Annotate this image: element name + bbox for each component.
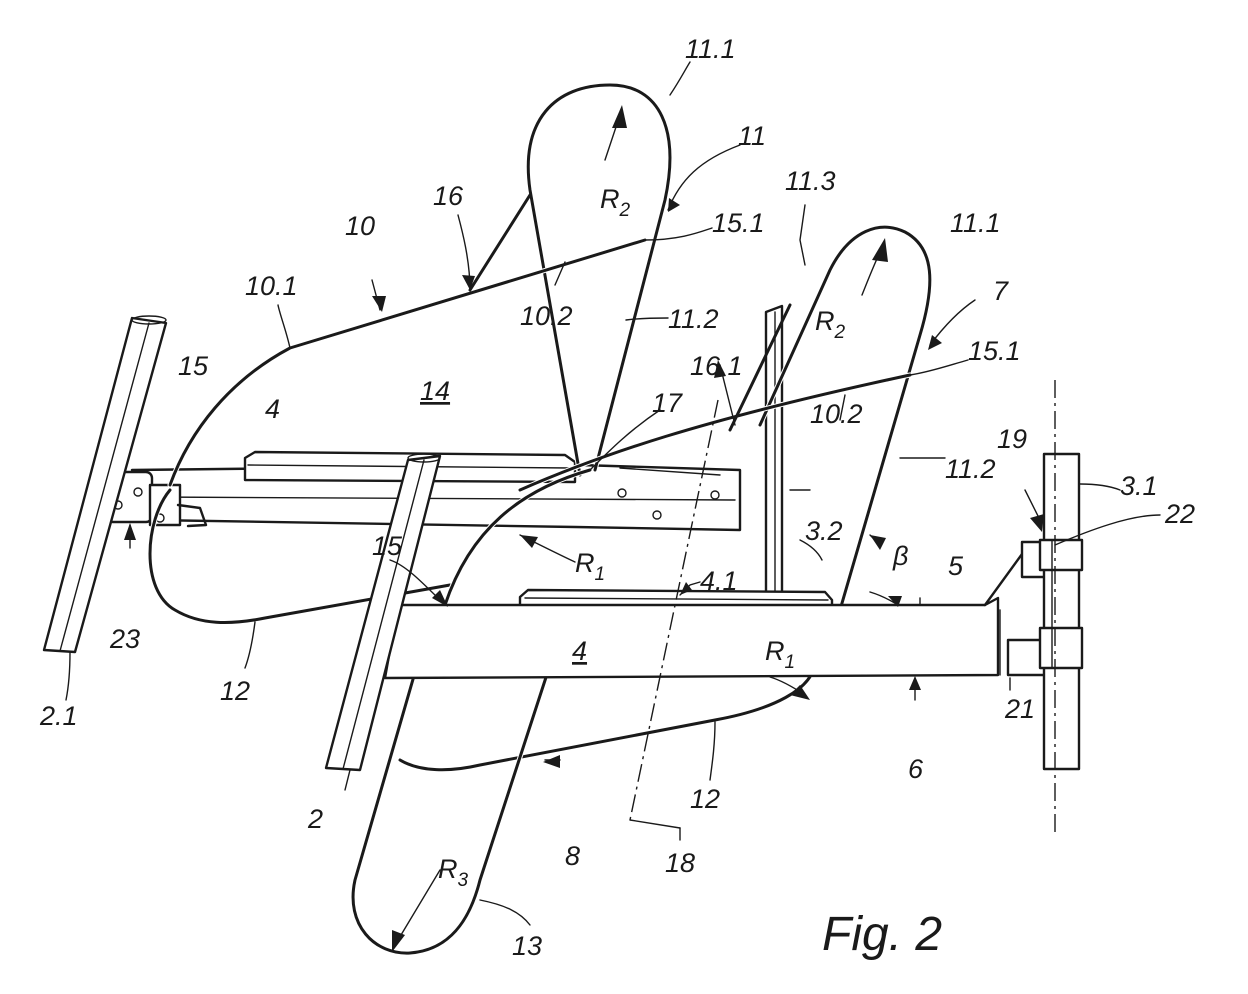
label-11-1-b: 11.1 — [950, 208, 1001, 238]
label-7: 7 — [993, 276, 1009, 306]
label-10-2: 10.2 — [520, 301, 573, 331]
label-19: 19 — [997, 424, 1027, 454]
label-11: 11 — [738, 121, 766, 151]
label-23: 23 — [109, 624, 140, 654]
label-5: 5 — [948, 551, 964, 581]
label-10: 10 — [345, 211, 375, 241]
post-3-1 — [1040, 454, 1082, 769]
label-14: 14 — [420, 376, 450, 406]
label-13: 13 — [512, 931, 542, 961]
label-10-2-b: 10.2 — [810, 399, 863, 429]
label-15-1: 15.1 — [712, 208, 765, 238]
label-3-1: 3.1 — [1120, 471, 1158, 501]
label-11-1: 11.1 — [685, 34, 736, 64]
label-r2: R2 — [600, 184, 631, 221]
label-15-b: 15 — [372, 531, 403, 561]
label-4: 4 — [265, 394, 280, 424]
label-2-1: 2.1 — [39, 701, 78, 731]
label-8: 8 — [565, 841, 580, 871]
label-4-b: 4 — [572, 636, 587, 666]
label-17: 17 — [652, 388, 683, 418]
label-18: 18 — [665, 848, 695, 878]
label-beta: β — [892, 541, 908, 571]
label-15: 15 — [178, 351, 209, 381]
label-12-b: 12 — [690, 784, 720, 814]
label-22: 22 — [1164, 499, 1195, 529]
label-11-2-b: 11.2 — [945, 454, 996, 484]
label-16-1: 16.1 — [690, 351, 743, 381]
label-11-3: 11.3 — [785, 166, 836, 196]
label-r3: R3 — [438, 854, 469, 891]
rail-4-front — [385, 590, 998, 678]
label-15-1-b: 15.1 — [968, 336, 1021, 366]
label-10-1: 10.1 — [245, 271, 298, 301]
label-2: 2 — [307, 804, 323, 834]
label-r1: R1 — [575, 548, 605, 585]
figure-caption: Fig. 2 — [822, 908, 942, 961]
label-r2-b: R2 — [815, 306, 846, 343]
label-21: 21 — [1004, 694, 1035, 724]
label-16: 16 — [433, 181, 464, 211]
label-6: 6 — [908, 754, 924, 784]
label-12: 12 — [220, 676, 250, 706]
label-4-1: 4.1 — [700, 566, 738, 596]
label-3-2: 3.2 — [805, 516, 843, 546]
label-11-2: 11.2 — [668, 304, 719, 334]
